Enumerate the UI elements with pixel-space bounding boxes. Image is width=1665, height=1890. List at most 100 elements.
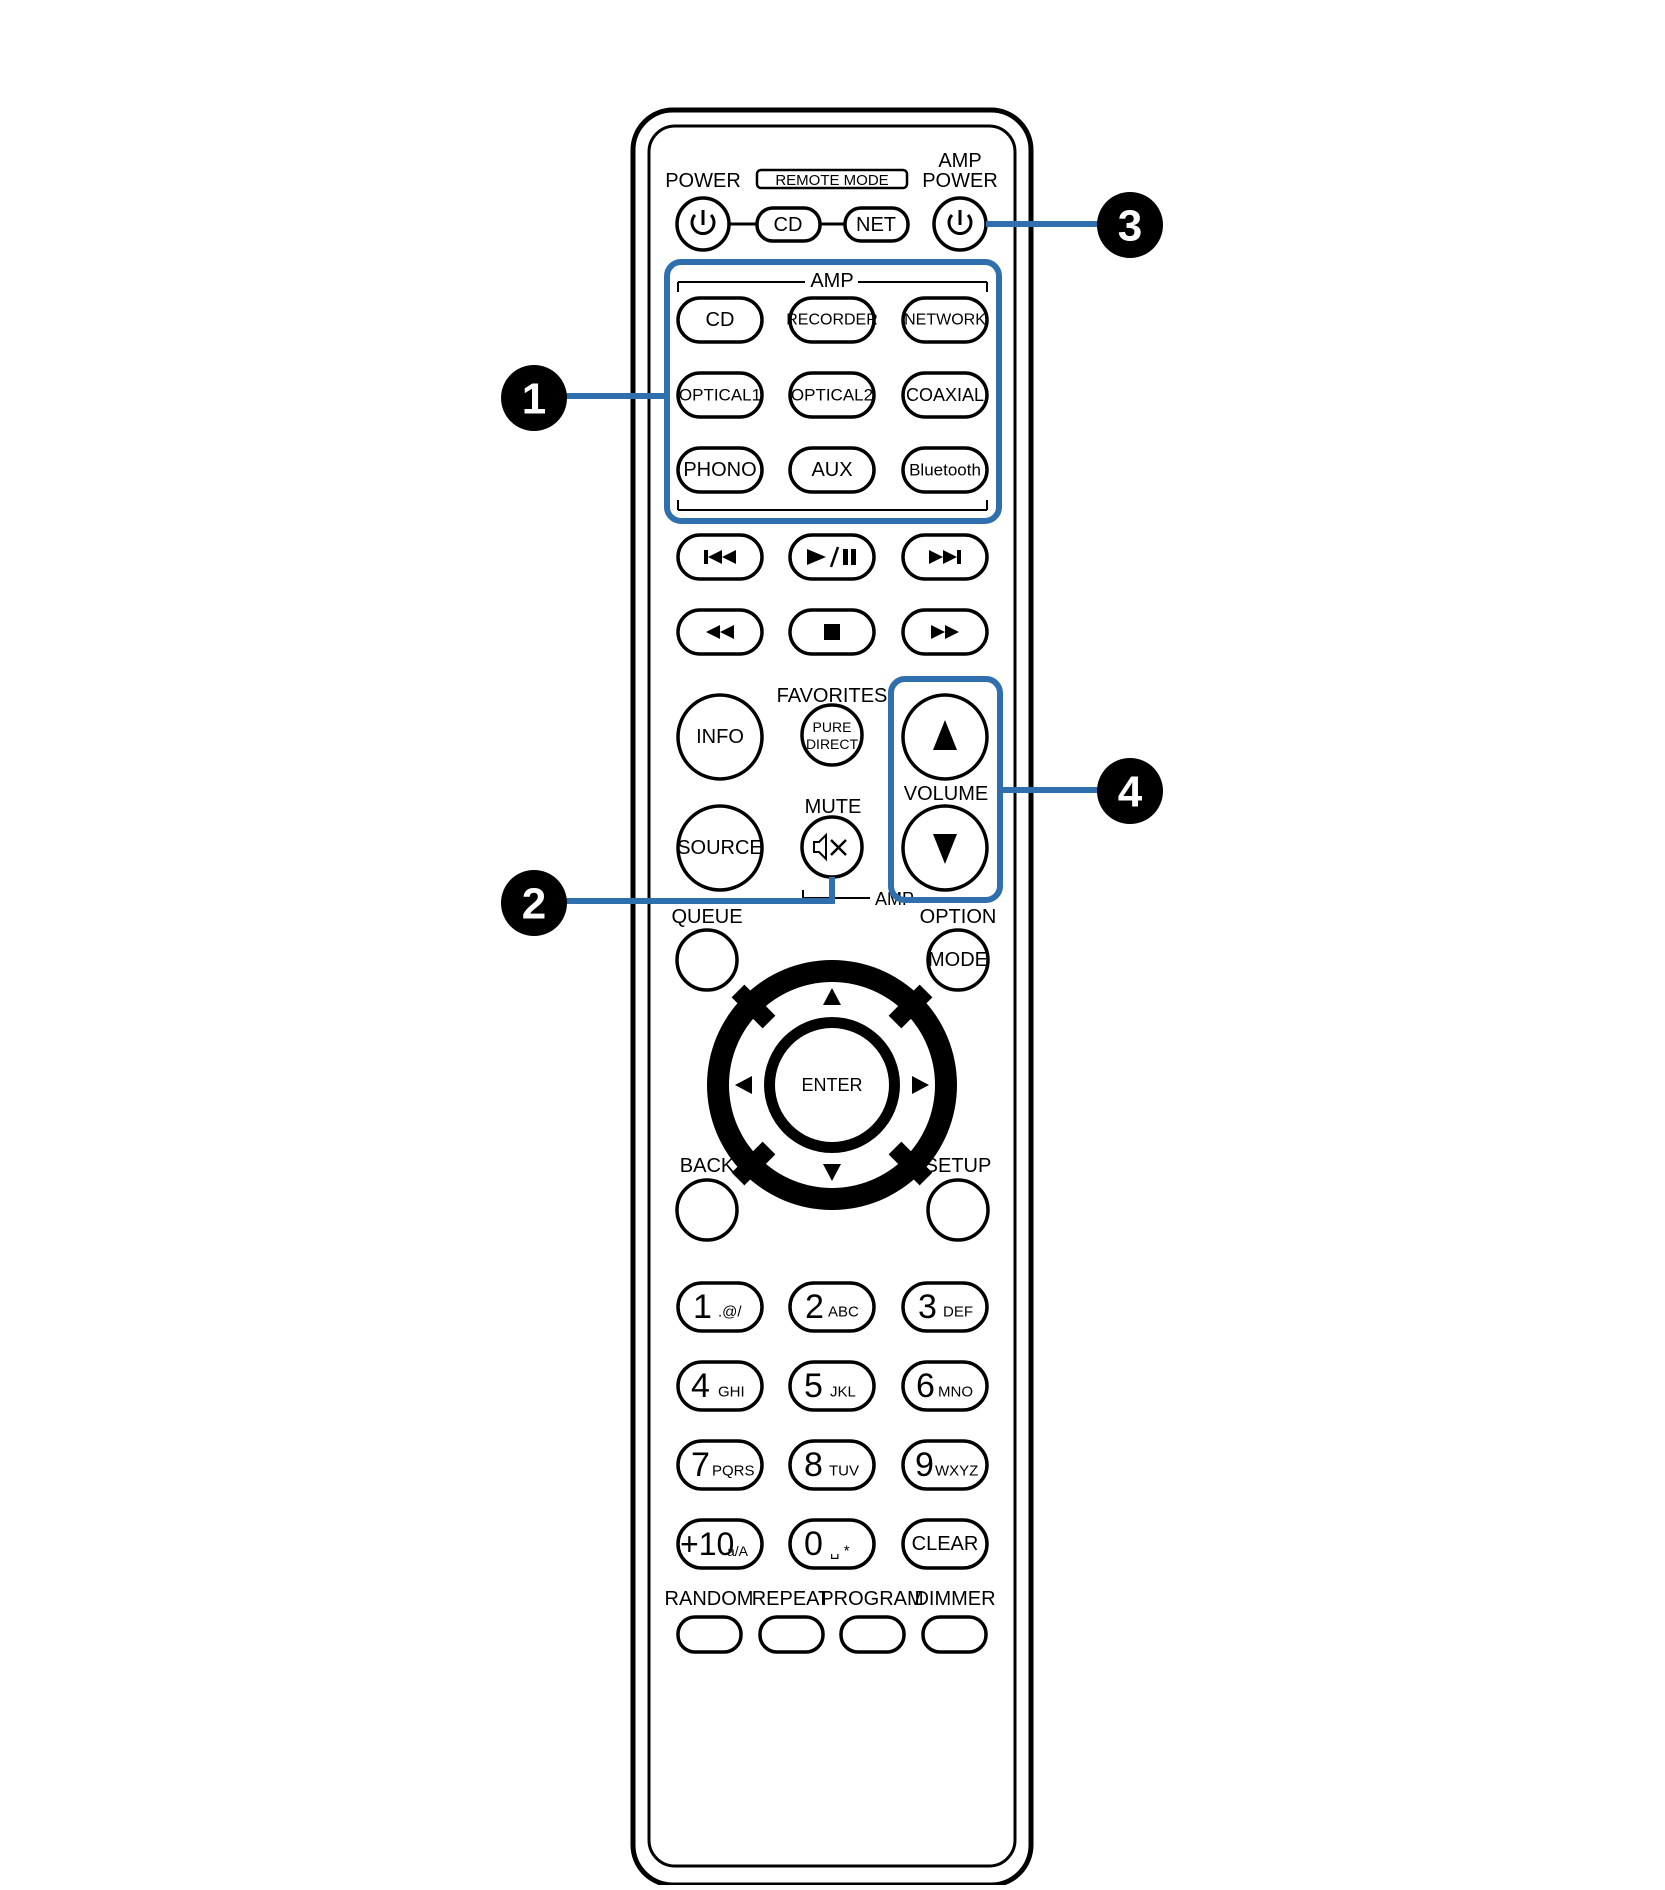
play-pause-button[interactable] [788,533,876,581]
volume-down-button[interactable] [901,804,989,892]
numpad-key-plus10[interactable]: +10 a/A [676,1518,764,1570]
numpad-key-3[interactable]: 3 DEF [901,1281,989,1333]
skip-back-button[interactable] [676,533,764,581]
fast-forward-button[interactable] [901,608,989,656]
input-coaxial-button[interactable]: COAXIAL [901,371,989,419]
remote-mode-cd-text: CD [774,214,803,236]
source-button[interactable]: SOURCE [676,804,764,892]
callout-2-text: 2 [522,880,546,929]
mute-button[interactable] [800,815,864,879]
numpad-key-0[interactable]: 0 ␣ * [788,1518,876,1570]
volume-label: VOLUME [904,783,988,805]
program-button[interactable] [839,1615,906,1654]
random-button[interactable] [676,1615,743,1654]
numpad-letters: ␣ * [830,1543,850,1560]
input-aux-button[interactable]: AUX [788,446,876,494]
amp-power-button[interactable] [932,196,988,252]
callout-4-text: 4 [1118,768,1143,817]
mode-text: MODE [928,949,988,971]
volume-up-button[interactable] [901,693,989,781]
queue-button[interactable] [675,928,739,992]
input-optical2-button[interactable]: OPTICAL2 [788,371,876,419]
input-phono-button[interactable]: PHONO [676,446,764,494]
rewind-button[interactable] [676,608,764,656]
input-network-button[interactable]: NETWORK [901,296,989,344]
input-optical2-text: OPTICAL2 [791,386,873,405]
input-recorder-button[interactable]: RECORDER [786,296,878,344]
input-coaxial-text: COAXIAL [906,385,984,405]
remote-mode-label: REMOTE MODE [775,172,888,189]
queue-label: QUEUE [671,906,742,928]
repeat-label: REPEAT [752,1588,831,1610]
input-optical1-button[interactable]: OPTICAL1 [676,371,764,419]
amp-power-label-1: AMP [938,150,981,172]
option-label: OPTION [920,906,997,928]
input-bluetooth-button[interactable]: Bluetooth [901,446,989,494]
mode-button[interactable]: MODE [926,928,990,992]
repeat-button[interactable] [758,1615,825,1654]
numpad-digit: 0 [804,1525,823,1563]
input-recorder-text: RECORDER [786,312,878,329]
numpad-digit: 1 [693,1288,712,1326]
stop-icon [824,624,840,640]
program-label: PROGRAM [820,1588,923,1610]
numpad-letters: PQRS [712,1463,755,1480]
numpad-digit: +10 [680,1526,734,1562]
power-label: POWER [665,170,741,192]
power-icon [947,210,973,235]
input-network-text: NETWORK [904,312,986,329]
enter-button[interactable]: ENTER [775,1028,889,1142]
clear-text: CLEAR [912,1533,979,1555]
dpad-up-icon[interactable] [823,988,841,1005]
input-phono-text: PHONO [683,459,756,481]
dpad-left-icon[interactable] [735,1076,752,1094]
numpad-digit: 7 [691,1446,710,1484]
numpad-key-9[interactable]: 9 WXYZ [901,1439,989,1491]
rewind-icon [706,625,734,639]
setup-label: SETUP [925,1155,992,1177]
numpad-key-2[interactable]: 2 ABC [788,1281,876,1333]
remote-mode-net-button[interactable]: NET [843,206,910,243]
setup-button[interactable] [926,1178,990,1242]
numpad-digit: 3 [918,1288,937,1326]
numpad-digit: 6 [916,1367,935,1405]
numpad-letters: WXYZ [935,1463,978,1480]
power-icon [690,210,716,235]
numpad-digit: 2 [805,1288,824,1326]
numpad-key-5[interactable]: 5 JKL [788,1360,876,1412]
fast-forward-icon [931,625,959,639]
numpad-key-1[interactable]: 1 .@/ [676,1281,764,1333]
numpad-key-7[interactable]: 7 PQRS [676,1439,764,1491]
back-button[interactable] [675,1178,739,1242]
input-bluetooth-text: Bluetooth [909,461,981,480]
numpad-letters: .@/ [718,1304,742,1321]
dimmer-button[interactable] [921,1615,988,1654]
info-button[interactable]: INFO [676,693,764,781]
power-button[interactable] [675,196,731,252]
volume-down-icon [933,834,957,864]
stop-button[interactable] [788,608,876,656]
remote-mode-cd-button[interactable]: CD [755,206,822,243]
input-aux-text: AUX [811,459,852,481]
numpad-key-8[interactable]: 8 TUV [788,1439,876,1491]
amp-bracket [677,281,988,511]
dpad-down-icon[interactable] [823,1164,841,1181]
numpad-key-6[interactable]: 6 MNO [901,1360,989,1412]
callout-1-text: 1 [522,375,546,424]
play-pause-icon [807,546,856,568]
info-text: INFO [696,726,744,748]
numpad-key-4[interactable]: 4 GHI [676,1360,764,1412]
clear-button[interactable]: CLEAR [901,1518,989,1570]
mute-icon [813,832,847,862]
skip-back-icon [704,550,736,564]
numpad-digit: 4 [691,1367,710,1405]
random-label: RANDOM [665,1588,754,1610]
skip-forward-button[interactable] [901,533,989,581]
pure-direct-button[interactable]: PURE DIRECT [800,703,864,767]
input-cd-button[interactable]: CD [676,296,764,344]
numpad-letters: DEF [943,1304,973,1321]
dpad-right-icon[interactable] [912,1076,929,1094]
input-cd-text: CD [706,309,735,331]
highlight-box-input-source [664,259,1002,524]
